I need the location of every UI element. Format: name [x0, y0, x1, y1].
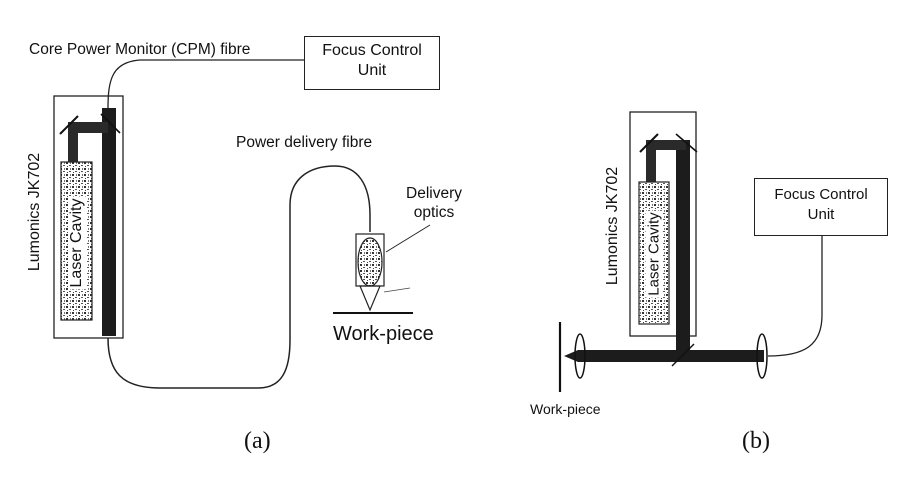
- mirror-left-a: [59, 115, 79, 135]
- beam-horizontal-b: [578, 350, 764, 362]
- focus-control-unit-b: Focus Control Unit: [754, 178, 888, 236]
- delivery-optics-leader-2: [383, 287, 411, 293]
- panel-a: [53, 59, 431, 389]
- mirror-left-b: [639, 133, 659, 153]
- workpiece-label-a: Work-piece: [333, 323, 434, 345]
- delivery-optics-line1: Delivery: [406, 185, 462, 202]
- beam-vertical-b: [676, 140, 690, 358]
- power-delivery-fibre-label: Power delivery fibre: [236, 134, 373, 151]
- delivery-optics-label: Delivery optics: [406, 184, 462, 222]
- focused-beam-a: [359, 285, 381, 312]
- mirror-bottom-b: [671, 343, 695, 367]
- laser-housing-b: [629, 111, 697, 337]
- laser-housing-a: [53, 95, 124, 339]
- mirror-right-a: [100, 113, 121, 134]
- beam-vertical-a: [102, 108, 116, 336]
- beam-down-a: [68, 130, 78, 162]
- beam-top-a: [68, 122, 108, 133]
- laser-cavity-label-b: Laser Cavity: [645, 210, 663, 298]
- beam-tip-b: [564, 350, 578, 362]
- lens-left-b: [574, 333, 586, 379]
- fcu-a-line2: Unit: [357, 62, 387, 79]
- power-delivery-fibre: [107, 165, 371, 389]
- mirror-right-b: [675, 133, 698, 153]
- caption-b: (b): [742, 428, 770, 454]
- caption-a: (a): [244, 428, 271, 454]
- laser-cavity-label-a: Laser Cavity: [68, 196, 86, 290]
- fcu-a-line1: Focus Control: [322, 42, 422, 59]
- workpiece-label-b: Work-piece: [530, 401, 601, 417]
- fcu-connection-b: [767, 236, 823, 357]
- panel-b: [558, 111, 823, 392]
- fcu-b-line1: Focus Control: [774, 186, 868, 203]
- lens-right-b: [756, 333, 768, 379]
- focus-control-unit-a: Focus Control Unit: [304, 36, 440, 90]
- cpm-fibre: [107, 59, 304, 109]
- delivery-optics-line2: optics: [413, 204, 455, 221]
- laser-model-a: Lumonics JK702: [26, 152, 43, 272]
- beam-down-b: [646, 146, 656, 182]
- fcu-b-line2: Unit: [807, 206, 835, 223]
- delivery-lens: [357, 237, 383, 287]
- cpm-fibre-label: Core Power Monitor (CPM) fibre: [29, 41, 251, 58]
- laser-model-b: Lumonics JK702: [604, 166, 621, 286]
- delivery-optics-leader: [385, 224, 431, 253]
- beam-top-b: [646, 140, 686, 150]
